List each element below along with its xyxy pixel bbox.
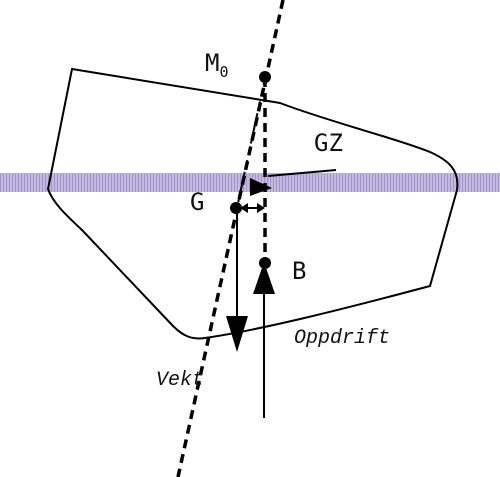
center-of-buoyancy-point — [259, 257, 271, 269]
metacenter-label: M0 — [205, 49, 228, 81]
righting-arm-label: GZ — [314, 129, 343, 157]
metacenter-to-g-dashed — [236, 77, 266, 209]
center-of-buoyancy-label: B — [292, 257, 306, 285]
gz-arrowhead-right — [257, 203, 265, 213]
weight-label: Vekt — [156, 369, 204, 392]
metacenter-subscript: 0 — [219, 63, 228, 81]
buoyancy-arrowhead — [253, 262, 275, 294]
hull-outline — [46, 67, 459, 340]
center-of-gravity-point — [230, 202, 242, 214]
center-of-gravity-label: G — [190, 188, 204, 216]
gz-leader-arrowhead — [250, 178, 272, 196]
gz-leader-line — [267, 169, 337, 177]
buoyancy-label: Oppdrift — [294, 327, 390, 350]
metacenter-point — [259, 71, 271, 83]
gz-arrowhead-left — [240, 203, 248, 213]
weight-arrowhead — [226, 316, 248, 352]
